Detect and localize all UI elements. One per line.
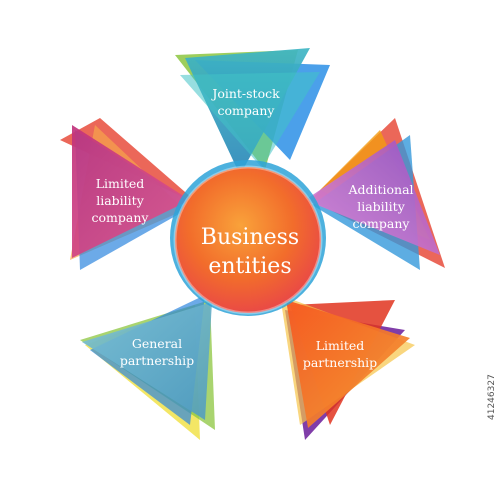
bottom-right-label-line-1: Limited: [316, 338, 365, 353]
bottom-left-label-line-1: General: [132, 336, 182, 351]
left-label-line-1: Limited: [96, 176, 145, 191]
stock-id-text: 41246327: [487, 374, 497, 420]
left-label-line-3: company: [92, 210, 150, 225]
petal-additional-liability-company: [305, 118, 445, 270]
petal-limited-partnership: [280, 295, 415, 440]
petal-limited-liability-company: [60, 118, 200, 270]
top-label-line-1: Joint-stock: [210, 86, 280, 101]
right-label-line-1: Additional: [347, 182, 413, 197]
center-title-line-1: Business: [201, 225, 299, 250]
center-title-line-2: entities: [208, 254, 291, 279]
right-label-line-3: company: [353, 216, 411, 231]
right-label-line-2: liability: [357, 199, 405, 214]
bottom-left-label-line-2: partnership: [120, 353, 194, 368]
petal-general-partnership: [80, 295, 215, 440]
center-circle-business-entities: [170, 160, 326, 316]
bottom-right-label-line-2: partnership: [303, 355, 377, 370]
left-label-line-2: liability: [96, 193, 144, 208]
top-label-line-2: company: [218, 103, 276, 118]
petal-joint-stock-company: [175, 48, 330, 175]
